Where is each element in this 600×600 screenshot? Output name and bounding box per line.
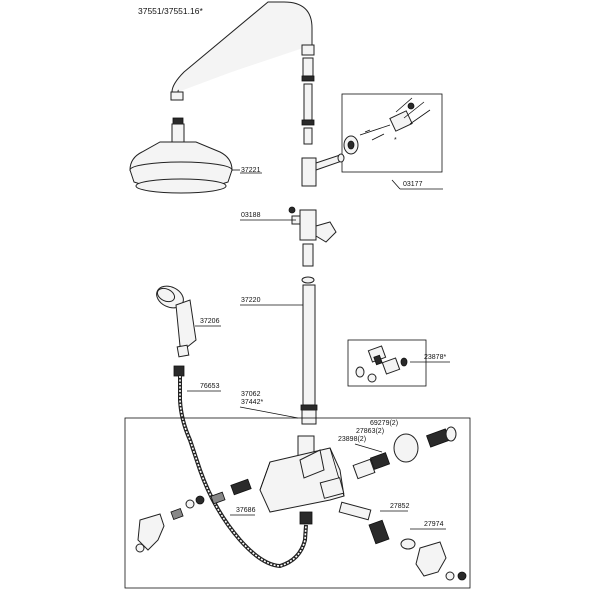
shower-hose	[173, 365, 313, 569]
cartridge-box	[347, 339, 427, 387]
wall-bracket-box	[341, 93, 443, 173]
hand-shower	[156, 285, 197, 358]
label-23878: 23878*	[424, 354, 446, 361]
wall-bracket: *	[343, 97, 431, 155]
diagram-title: 37551/37551.16*	[138, 6, 203, 16]
cartridge-parts	[355, 345, 408, 383]
thermostat-body	[259, 435, 345, 513]
lower-right-handle-assembly	[338, 501, 467, 581]
upper-riser-pipe	[301, 57, 315, 145]
thermostat-box	[124, 417, 471, 589]
shower-head	[129, 117, 240, 194]
label-76653: 76653	[200, 383, 220, 390]
label-37221: 37221	[241, 167, 261, 174]
label-27852: 27852	[390, 503, 410, 510]
svg-text:*: *	[394, 137, 397, 144]
label-37442: 37442*	[241, 399, 263, 406]
label-23898: 23898(2)	[338, 436, 366, 443]
label-27863: 27863(2)	[356, 428, 384, 435]
label-69279: 69279(2)	[370, 420, 398, 427]
label-37062: 37062	[241, 391, 261, 398]
slide-holder	[288, 206, 337, 243]
label-03188: 03188	[241, 212, 261, 219]
shower-arm	[170, 1, 315, 101]
label-27974: 27974	[424, 521, 444, 528]
label-37206: 37206	[200, 318, 220, 325]
label-37220: 37220	[241, 297, 261, 304]
riser-top-holder	[301, 153, 345, 187]
riser-rail	[300, 243, 318, 425]
label-03177: 03177	[403, 181, 423, 188]
label-37686: 37686	[236, 507, 256, 514]
left-handle-assembly	[135, 478, 252, 553]
right-side-parts	[352, 426, 457, 480]
